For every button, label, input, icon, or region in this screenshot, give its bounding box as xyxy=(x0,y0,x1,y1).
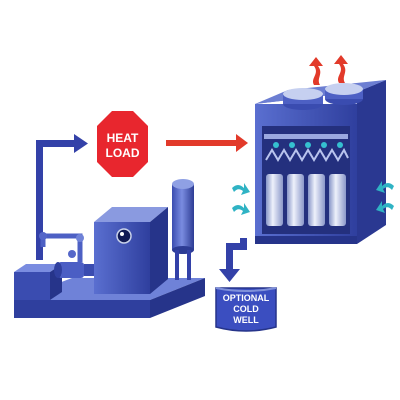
tank-leg xyxy=(187,250,191,280)
fill-cylinder xyxy=(308,174,325,226)
cold-well-label-line3: WELL xyxy=(233,315,259,325)
water-spray-pattern xyxy=(265,147,349,162)
tank-top xyxy=(172,179,194,189)
tank-body xyxy=(172,184,194,250)
fill-cylinder xyxy=(266,174,283,226)
cold-well-label-line1: OPTIONAL xyxy=(223,293,270,303)
cold-well-water-surface xyxy=(215,287,277,292)
cool-air-arrow xyxy=(376,201,394,213)
valve-icon xyxy=(76,234,84,242)
chiller-cabinet xyxy=(94,207,168,294)
tower-basin xyxy=(255,236,357,244)
supply-water-flow-arrow xyxy=(36,134,88,260)
cold-well-label-line2: COLD xyxy=(233,304,259,314)
spray-nozzle xyxy=(305,142,311,148)
heat-load-label-line1: HEAT xyxy=(107,131,139,145)
tank-leg xyxy=(175,250,179,280)
spray-nozzle xyxy=(289,142,295,148)
cabinet-side xyxy=(150,207,168,294)
fan-stack-right xyxy=(325,83,363,105)
warm-air-exhaust-arrow xyxy=(309,57,323,85)
air-intake-arrows-left xyxy=(232,183,250,215)
heat-load-label-line2: LOAD xyxy=(106,146,140,160)
heat-load-sign: HEAT LOAD xyxy=(97,111,148,177)
valve-icon xyxy=(39,232,47,240)
spray-nozzle xyxy=(273,142,279,148)
heat-load-octagon xyxy=(97,111,148,177)
cool-air-arrow xyxy=(376,181,394,193)
vertical-tank xyxy=(172,179,194,280)
fill-cylinder xyxy=(329,174,346,226)
cold-water-return-arrow xyxy=(219,238,247,282)
spray-nozzles xyxy=(273,142,343,148)
optional-cold-well: OPTIONAL COLD WELL xyxy=(215,287,277,332)
cool-air-arrow xyxy=(232,183,250,195)
fill-cylinder xyxy=(287,174,304,226)
cabinet-top xyxy=(94,207,168,222)
warm-water-flow-arrow xyxy=(166,134,248,152)
tower-side-face xyxy=(357,80,386,244)
skid-base-side xyxy=(150,278,205,318)
reservoir-front xyxy=(14,272,50,300)
cooling-tower xyxy=(232,55,394,244)
pump-skid xyxy=(14,179,205,318)
pump-motor xyxy=(54,250,94,278)
warm-air-exhaust-arrow xyxy=(334,55,348,83)
spray-header xyxy=(264,134,348,139)
air-intake-arrows-right xyxy=(376,181,394,213)
skid-base-front xyxy=(14,300,150,318)
cool-air-arrow xyxy=(232,203,250,215)
fan-stack-left xyxy=(283,88,323,110)
cold-well-tank xyxy=(215,287,277,332)
gauge-icon xyxy=(116,228,132,244)
spray-nozzle xyxy=(321,142,327,148)
fill-media xyxy=(266,174,346,226)
spray-nozzle xyxy=(337,142,343,148)
reservoir-top xyxy=(14,264,62,272)
